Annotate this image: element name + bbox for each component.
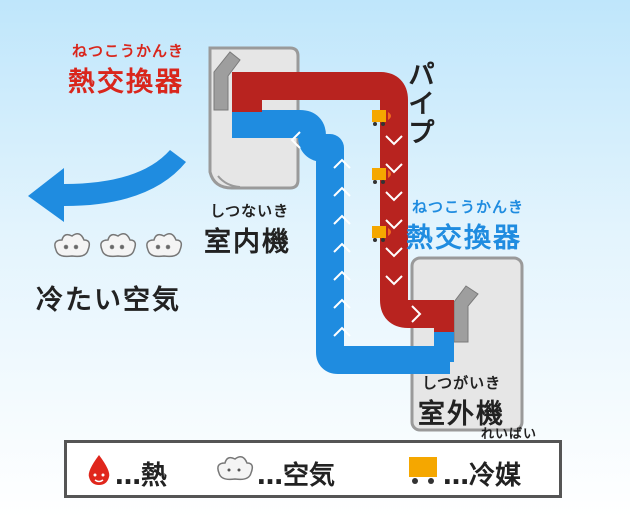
cold-pipe bbox=[232, 110, 450, 374]
legend-refrigerant-ruby: れいばい bbox=[481, 427, 538, 442]
outdoor-unit-ruby: しつがいき bbox=[422, 374, 502, 392]
air-cloud-icon bbox=[217, 456, 254, 481]
outdoor-unit-label: 室外機 bbox=[418, 399, 505, 430]
legend-heat-label: …熱 bbox=[115, 461, 168, 491]
cold-air-label: 冷たい空気 bbox=[36, 285, 181, 316]
indoor-heat-exchanger-ruby: ねつこうかんき bbox=[72, 42, 185, 60]
outdoor-heat-exchanger-label: 熱交換器 bbox=[406, 223, 522, 254]
legend: …熱 …空気 れいばい …冷媒 bbox=[64, 427, 562, 498]
legend-air-label: …空気 bbox=[257, 461, 336, 491]
legend-refrigerant-label: …冷媒 bbox=[443, 461, 522, 491]
pipe-label: パイプ bbox=[403, 60, 434, 147]
outdoor-heat-exchanger-ruby: ねつこうかんき bbox=[412, 198, 525, 216]
indoor-vent-icon bbox=[213, 51, 241, 111]
refrigerant-cart-icon bbox=[409, 457, 437, 484]
cold-air-clouds bbox=[54, 233, 183, 258]
hot-flow-arrows bbox=[385, 135, 422, 323]
cold-flow-arrows bbox=[290, 131, 351, 337]
indoor-heat-exchanger-label: 熱交換器 bbox=[68, 67, 184, 98]
heat-drop-icon bbox=[88, 455, 110, 485]
cold-air-arrow bbox=[28, 150, 186, 222]
indoor-unit-ruby: しつないき bbox=[210, 202, 290, 220]
refrigerant-carts bbox=[372, 110, 391, 242]
indoor-unit-label: 室内機 bbox=[204, 227, 291, 258]
